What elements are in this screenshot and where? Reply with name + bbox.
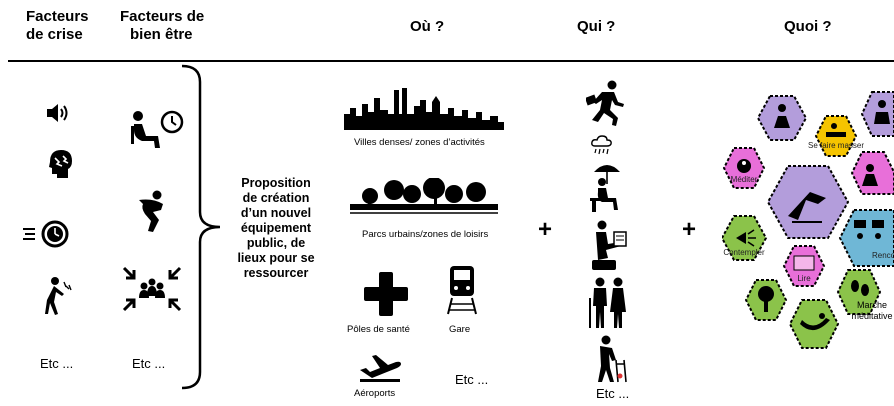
header-wellbeing-line1: Facteurs de	[120, 8, 205, 25]
hex-lire: Lire	[782, 245, 826, 287]
speaker-icon	[45, 102, 71, 124]
hex-label: Contempler	[723, 248, 765, 257]
header-crisis-factors: Facteurs de crise	[26, 8, 89, 44]
park-trees-icon	[350, 178, 498, 216]
who-etc: Etc ...	[596, 386, 630, 401]
train-icon	[446, 264, 478, 316]
where-etc: Etc ...	[455, 372, 489, 387]
header-wellbeing-line2: bien être	[130, 26, 193, 43]
proposal-line: Proposition	[241, 176, 311, 190]
elderly-couple-icon	[586, 276, 632, 330]
proposal-line: lieux pour se	[237, 251, 315, 265]
hex-purple-top-right	[860, 91, 894, 137]
city-skyline-icon	[344, 84, 504, 130]
hex-label: Rencont	[872, 251, 894, 260]
hex-magenta-right	[850, 151, 894, 195]
back-pain-icon	[44, 276, 74, 316]
proposal-line: équipement	[240, 221, 312, 235]
plus-sign: +	[538, 216, 553, 243]
hex-marche-meditative-label: Marche méditative	[851, 300, 893, 321]
place-label: Parcs urbains/zones de loisirs	[362, 229, 489, 240]
proposal-text: Proposition de création d’un nouvel équi…	[228, 176, 324, 281]
proposal-line: de création	[242, 191, 310, 205]
activities-hexagon-grid: Se faire masser Méditer	[722, 88, 894, 376]
hex-marche-meditative	[836, 269, 882, 315]
hex-meditation-figure	[756, 95, 808, 141]
health-cross-icon	[364, 272, 408, 316]
place-label: Gare	[449, 324, 471, 335]
proposal-line: public, de	[246, 236, 306, 250]
header-who: Qui ?	[577, 18, 616, 35]
header-crisis-line2: de crise	[26, 26, 83, 43]
wellbeing-etc: Etc ...	[132, 356, 166, 371]
hex-lounge-chair	[766, 165, 850, 239]
proposal-line: d’un nouvel	[240, 206, 312, 220]
person-reading-icon	[586, 220, 632, 272]
proposal-line: ressourcer	[243, 266, 309, 280]
crouching-person-icon	[135, 190, 171, 234]
running-businessman-icon	[586, 80, 628, 128]
person-umbrella-icon	[584, 162, 630, 214]
plus-sign: +	[682, 216, 697, 243]
place-label: Pôles de santé	[347, 324, 410, 335]
rain-cloud-icon	[590, 134, 614, 158]
hex-mediter: Méditer	[722, 147, 766, 189]
hex-contempler: Contempler	[722, 215, 768, 261]
grouping-brace	[180, 62, 230, 392]
hex-tree	[744, 279, 788, 321]
header-wellbeing-factors: Facteurs de bien être	[120, 8, 204, 44]
crisis-etc: Etc ...	[40, 356, 74, 371]
hex-massage: Se faire masser	[808, 115, 864, 157]
place-label: Aéroports	[354, 388, 396, 399]
clock-speed-icon	[23, 220, 77, 248]
hex-hammock	[788, 299, 840, 349]
seated-person-clock-icon	[128, 108, 186, 152]
elderly-walker-icon	[590, 334, 630, 384]
head-stress-icon	[46, 148, 74, 180]
header-what: Quoi ?	[784, 18, 832, 35]
hex-label: Méditer	[731, 175, 758, 184]
hex-label: Lire	[797, 274, 811, 283]
hex-label: Se faire masser	[808, 141, 864, 150]
hex-rencontrer: Rencont	[838, 209, 894, 267]
crowd-arrows-icon	[120, 264, 184, 314]
place-label: Villes denses/ zones d’activités	[354, 137, 485, 148]
header-where: Où ?	[410, 18, 445, 35]
header-divider	[8, 60, 894, 62]
header-crisis-line1: Facteurs	[26, 8, 89, 25]
airplane-icon	[358, 352, 402, 382]
